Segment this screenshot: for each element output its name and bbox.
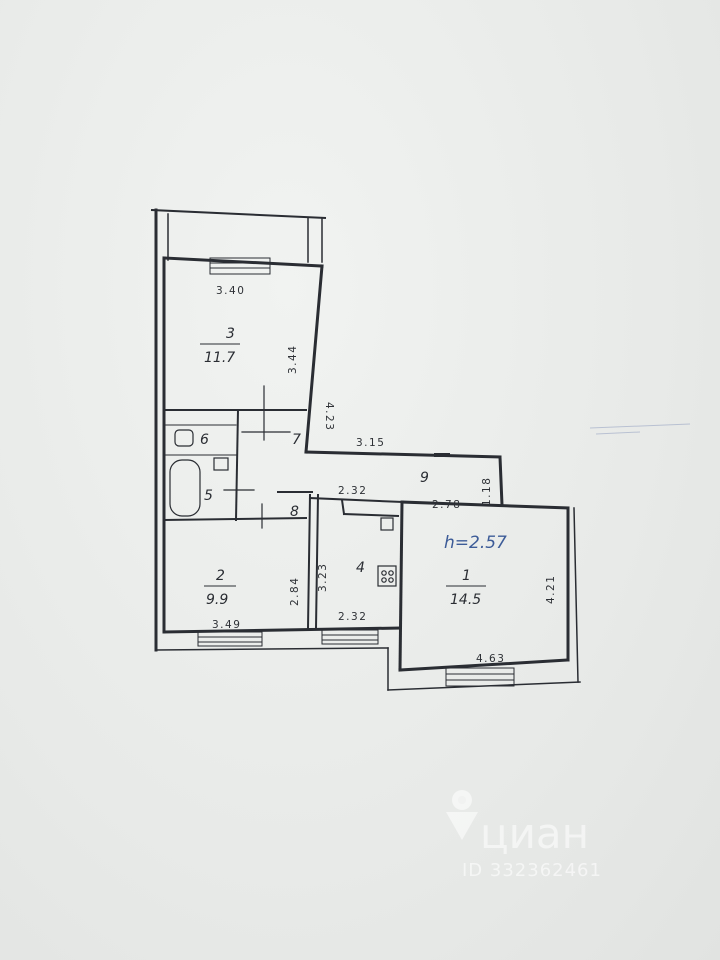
watermark-listing-id: ID 332362461 bbox=[462, 860, 602, 881]
room-2-area: 9.9 bbox=[206, 592, 228, 608]
fixtures bbox=[169, 385, 397, 587]
dim-corridor-length: 4.23 bbox=[323, 402, 335, 431]
dim-hall-small: 2.78 bbox=[432, 499, 461, 511]
stove bbox=[377, 565, 397, 587]
pen-marks bbox=[589, 423, 691, 435]
dim-kitchen-bottom: 2.32 bbox=[338, 611, 367, 623]
dim-room1-height: 4.21 bbox=[545, 575, 557, 604]
watermark-brand: циан bbox=[480, 809, 589, 858]
room-9-number: 9 bbox=[420, 470, 429, 486]
dim-kitchen-height: 3.23 bbox=[317, 563, 329, 592]
dim-kitchen-top: 2.32 bbox=[338, 485, 367, 497]
dim-room2-height: 2.84 bbox=[289, 577, 301, 606]
windows bbox=[197, 257, 515, 687]
window-kitchen bbox=[321, 629, 379, 645]
room-2-number: 2 bbox=[216, 568, 225, 584]
window-room-3 bbox=[209, 257, 271, 275]
room-3-number: 3 bbox=[226, 326, 235, 342]
room-4-number: 4 bbox=[356, 560, 365, 576]
room-8-number: 8 bbox=[290, 504, 299, 520]
dim-hall-width: 3.15 bbox=[356, 437, 385, 449]
room-1-area: 14.5 bbox=[450, 592, 481, 608]
balcony bbox=[150, 208, 327, 263]
dim-room3-length: 3.44 bbox=[287, 345, 299, 374]
window-room-2 bbox=[197, 631, 263, 647]
sink bbox=[174, 429, 194, 447]
exterior-walls bbox=[154, 208, 581, 691]
dimensions: 3.40 3.44 4.23 3.15 2.32 2.78 1.18 3.49 … bbox=[212, 285, 557, 665]
bath-riser bbox=[213, 457, 229, 471]
ceiling-height-note: h=2.57 bbox=[444, 533, 507, 553]
dim-room3-width: 3.40 bbox=[216, 285, 245, 297]
dim-hall-side: 1.18 bbox=[481, 477, 493, 506]
room-6-number: 6 bbox=[200, 432, 209, 448]
kitchen-riser bbox=[380, 517, 394, 531]
dim-room2-width: 3.49 bbox=[212, 619, 241, 631]
room-5-number: 5 bbox=[204, 488, 213, 504]
interior-walls bbox=[162, 408, 450, 630]
watermark: циан ID 332362461 bbox=[446, 790, 602, 881]
dim-room1-width: 4.63 bbox=[476, 653, 505, 665]
location-pin-icon bbox=[446, 790, 478, 840]
window-room-1 bbox=[445, 667, 515, 687]
bathtub bbox=[169, 459, 201, 517]
room-7-number: 7 bbox=[292, 432, 301, 448]
room-labels: 3 11.7 2 9.9 1 14.5 4 5 6 7 8 9 bbox=[200, 326, 486, 608]
room-3-area: 11.7 bbox=[204, 350, 235, 366]
room-1-number: 1 bbox=[462, 568, 471, 584]
